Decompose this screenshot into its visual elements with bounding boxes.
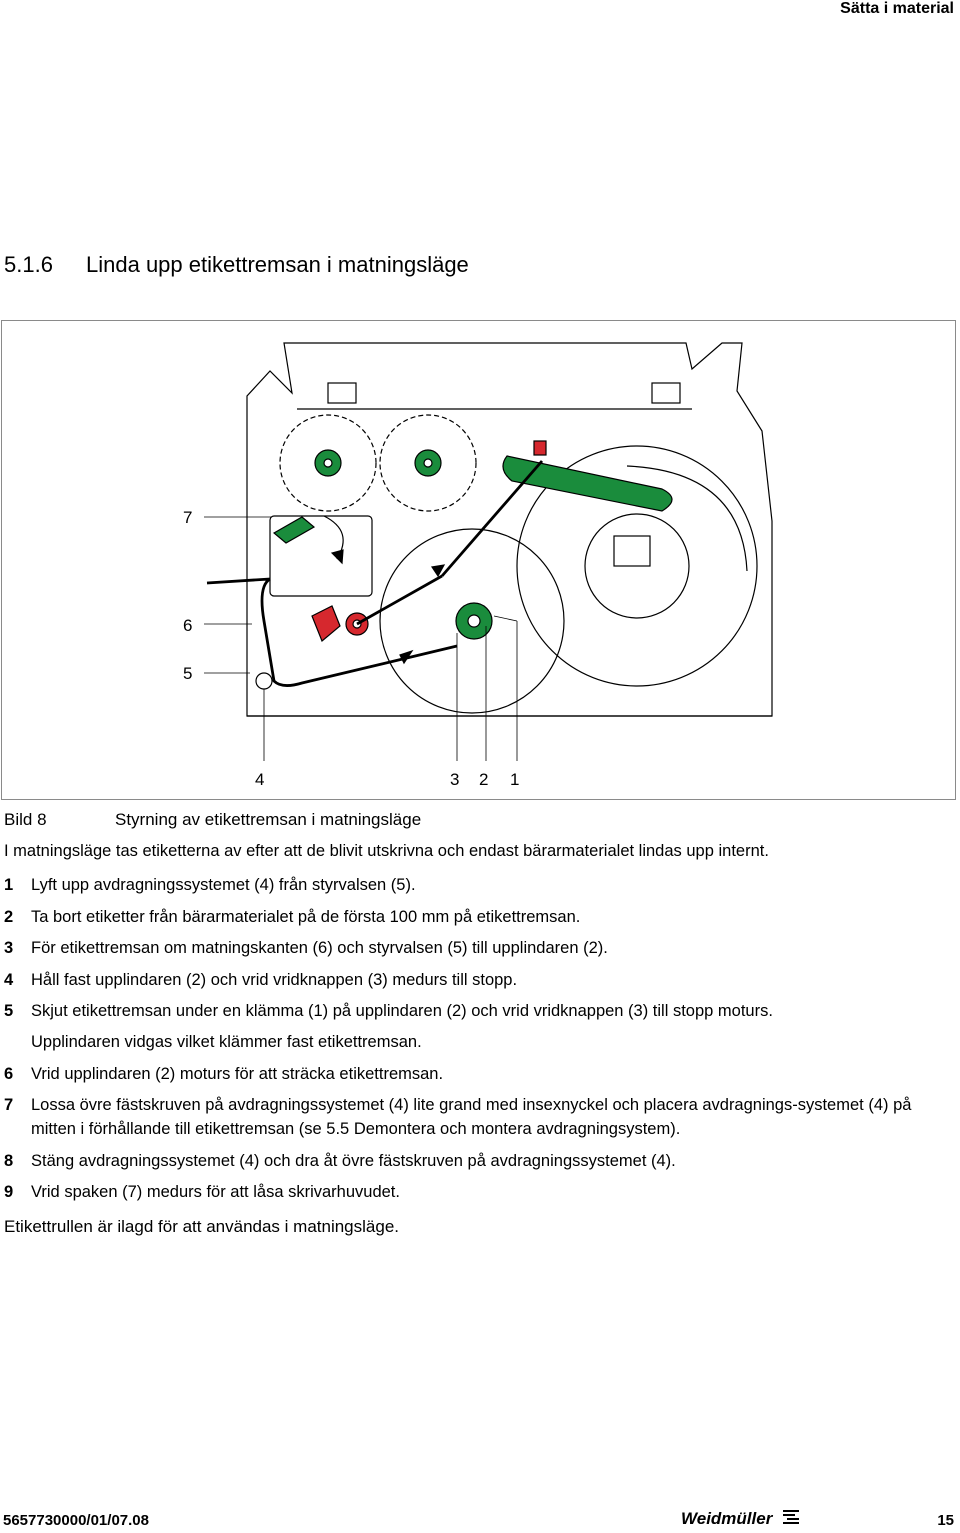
print-head-block	[269, 515, 373, 597]
caption-label: Bild 8	[4, 810, 47, 829]
supply-roll-hub	[613, 535, 651, 567]
figure-frame: 7 6 5 4 3 2 1	[1, 320, 956, 800]
section-heading: 5.1.6 Linda upp etikettremsan i matningsl…	[4, 252, 469, 278]
web-arrow-1	[430, 564, 446, 578]
callout-3: 3	[450, 770, 459, 789]
callout-4: 4	[255, 770, 264, 789]
caption-text: Styrning av etikettremsan i matningsläge	[115, 810, 422, 829]
guide-roller-5	[255, 672, 273, 690]
printer-diagram: 7 6 5 4 3 2 1	[183, 342, 773, 789]
ribbon-hub-left-center	[323, 458, 333, 468]
rotation-arrow-head	[330, 549, 344, 565]
web-arrow-2	[399, 649, 414, 665]
callout-6: 6	[183, 616, 192, 635]
brand-mark-icon	[783, 1510, 800, 1524]
section-title: Linda upp etikettremsan i matningsläge	[86, 252, 469, 277]
footer-page-number: 15	[937, 1512, 954, 1529]
callout-5: 5	[183, 664, 192, 683]
step-5-extra: Upplindaren vidgas vilket klämmer fast e…	[31, 1033, 422, 1051]
closing-paragraph: Etikettrullen är ilagd för att användas …	[4, 1217, 400, 1236]
callout-7: 7	[183, 508, 192, 527]
guide-arm	[502, 455, 673, 512]
peel-off-lever	[311, 605, 341, 642]
ribbon-gear-right	[379, 414, 477, 512]
section-number: 5.1.6	[4, 252, 53, 277]
callout-1-leader	[493, 615, 518, 622]
supply-roll-outer	[516, 445, 758, 687]
supply-rotation-arrow	[626, 465, 748, 572]
hinge-left	[327, 382, 357, 404]
lever-7	[272, 516, 316, 544]
figure-caption: Bild 8 Styrning av etikettremsan i matnin…	[4, 810, 421, 830]
label-web-path	[206, 460, 544, 687]
ribbon-hub-right-center	[423, 458, 433, 468]
footer-brand-logo: Weidmüller	[681, 1509, 801, 1529]
guide-arm-red-tab	[533, 440, 547, 456]
brand-name: Weidmüller	[681, 1509, 773, 1528]
printer-housing	[246, 342, 773, 717]
intro-paragraph: I matningsläge tas etiketterna av efter …	[4, 842, 769, 860]
hinge-right	[651, 382, 681, 404]
header-title: Sätta i material	[840, 0, 954, 17]
supply-roll-core	[584, 513, 690, 619]
rewinder-knob-3	[467, 614, 481, 628]
footer-doc-number: 5657730000/01/07.08	[3, 1512, 149, 1529]
ribbon-gear-left	[279, 414, 377, 512]
label-roll	[379, 528, 565, 714]
callout-1: 1	[510, 770, 519, 789]
callout-2: 2	[479, 770, 488, 789]
